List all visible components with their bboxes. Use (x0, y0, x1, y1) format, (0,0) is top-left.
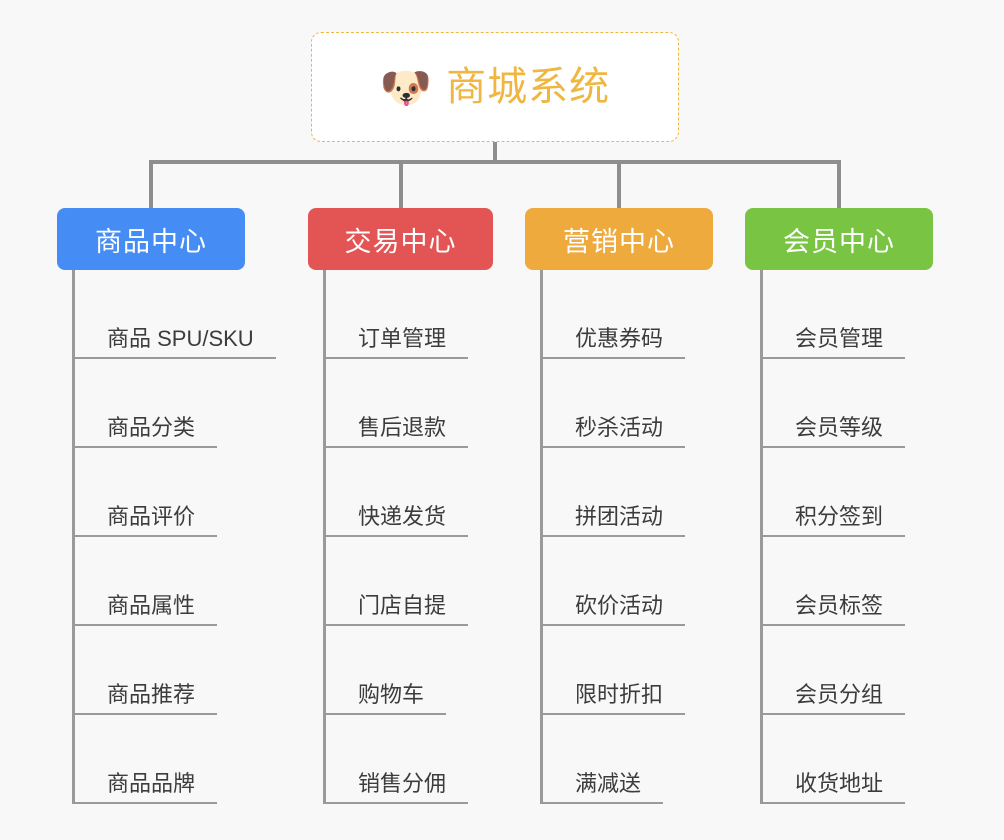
list-item[interactable]: 售后退款 (326, 359, 493, 448)
branch-header-label: 交易中心 (344, 226, 457, 257)
dog-face-icon: 🐶 (379, 64, 433, 111)
list-item[interactable]: 会员管理 (763, 270, 933, 359)
branch-header-label: 商品中心 (95, 226, 207, 257)
list-item[interactable]: 商品 SPU/SKU (75, 270, 276, 359)
root-node[interactable]: 🐶 商城系统 (311, 32, 679, 142)
list-item[interactable]: 会员分组 (763, 626, 933, 715)
list-item[interactable]: 快递发货 (326, 448, 493, 537)
list-item-label: 商品属性 (75, 593, 218, 626)
branch-header-label: 营销中心 (563, 226, 675, 257)
branch-header-label: 会员中心 (783, 226, 895, 257)
list-item-label: 商品评价 (75, 504, 218, 537)
list-item-label: 会员等级 (763, 415, 906, 448)
list-item[interactable]: 优惠券码 (543, 270, 713, 359)
list-item-label: 商品分类 (75, 415, 218, 448)
branch-items-trade: 订单管理 售后退款 快递发货 门店自提 购物车 销售分佣 (323, 270, 493, 804)
list-item[interactable]: 商品评价 (75, 448, 276, 537)
list-item[interactable]: 秒杀活动 (543, 359, 713, 448)
list-item-label: 售后退款 (326, 415, 469, 448)
list-item-label: 秒杀活动 (543, 415, 686, 448)
branch-header-marketing[interactable]: 营销中心 (525, 208, 713, 270)
branch-column-member: 会员中心 会员管理 会员等级 积分签到 会员标签 会员分组 收货地址 (745, 208, 933, 804)
list-item-label: 积分签到 (763, 504, 906, 537)
connector-root-stem (493, 142, 497, 164)
connector-drop-4 (837, 160, 841, 208)
list-item[interactable]: 拼团活动 (543, 448, 713, 537)
root-title: 商城系统 (446, 65, 611, 109)
list-item-label: 商品推荐 (75, 682, 218, 715)
list-item[interactable]: 积分签到 (763, 448, 933, 537)
branch-header-member[interactable]: 会员中心 (745, 208, 933, 270)
branch-column-product: 商品中心 商品 SPU/SKU 商品分类 商品评价 商品属性 商品推荐 商品品牌 (57, 208, 276, 804)
list-item[interactable]: 会员标签 (763, 537, 933, 626)
branch-items-member: 会员管理 会员等级 积分签到 会员标签 会员分组 收货地址 (760, 270, 933, 804)
list-item-label: 限时折扣 (543, 682, 686, 715)
list-item-label: 商品品牌 (75, 771, 218, 804)
list-item-label: 快递发货 (326, 504, 469, 537)
branch-items-marketing: 优惠券码 秒杀活动 拼团活动 砍价活动 限时折扣 满减送 (540, 270, 713, 804)
list-item[interactable]: 商品推荐 (75, 626, 276, 715)
list-item[interactable]: 购物车 (326, 626, 493, 715)
list-item[interactable]: 订单管理 (326, 270, 493, 359)
branch-items-product: 商品 SPU/SKU 商品分类 商品评价 商品属性 商品推荐 商品品牌 (72, 270, 276, 804)
list-item-label: 优惠券码 (543, 326, 686, 359)
list-item[interactable]: 门店自提 (326, 537, 493, 626)
list-item-label: 购物车 (326, 682, 447, 715)
connector-drop-2 (399, 160, 403, 208)
list-item-label: 会员标签 (763, 593, 906, 626)
branch-column-marketing: 营销中心 优惠券码 秒杀活动 拼团活动 砍价活动 限时折扣 满减送 (525, 208, 713, 804)
connector-drop-3 (617, 160, 621, 208)
list-item-label: 砍价活动 (543, 593, 686, 626)
list-item[interactable]: 销售分佣 (326, 715, 493, 804)
connector-horizontal-bus (149, 160, 841, 164)
connector-drop-1 (149, 160, 153, 208)
list-item-label: 商品 SPU/SKU (75, 326, 276, 359)
list-item[interactable]: 会员等级 (763, 359, 933, 448)
branch-column-trade: 交易中心 订单管理 售后退款 快递发货 门店自提 购物车 销售分佣 (308, 208, 493, 804)
list-item-label: 门店自提 (326, 593, 469, 626)
list-item[interactable]: 收货地址 (763, 715, 933, 804)
list-item-label: 满减送 (543, 771, 664, 804)
list-item-label: 销售分佣 (326, 771, 469, 804)
list-item-label: 会员管理 (763, 326, 906, 359)
list-item[interactable]: 砍价活动 (543, 537, 713, 626)
list-item[interactable]: 商品品牌 (75, 715, 276, 804)
list-item-label: 会员分组 (763, 682, 906, 715)
list-item-label: 订单管理 (326, 326, 469, 359)
list-item[interactable]: 满减送 (543, 715, 713, 804)
list-item[interactable]: 商品分类 (75, 359, 276, 448)
list-item[interactable]: 商品属性 (75, 537, 276, 626)
list-item-label: 拼团活动 (543, 504, 686, 537)
list-item-label: 收货地址 (763, 771, 906, 804)
list-item[interactable]: 限时折扣 (543, 626, 713, 715)
branch-header-trade[interactable]: 交易中心 (308, 208, 493, 270)
branch-header-product[interactable]: 商品中心 (57, 208, 245, 270)
